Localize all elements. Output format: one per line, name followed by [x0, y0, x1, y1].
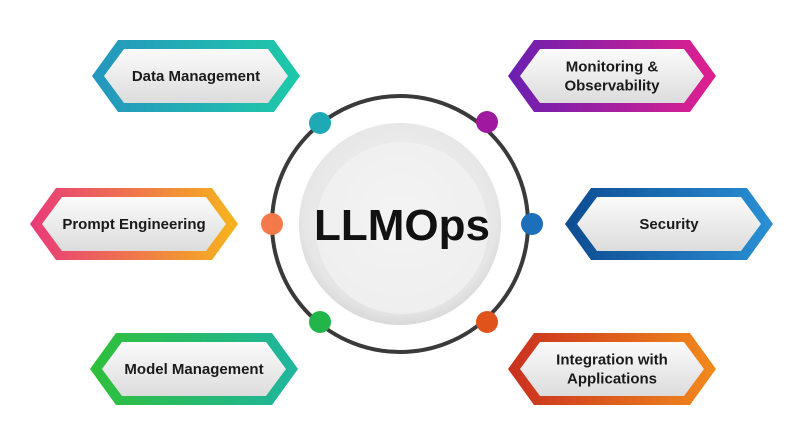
node-model-management: Model Management — [90, 333, 298, 405]
connector-dot-integration-with-applications — [476, 311, 498, 333]
node-monitoring-observability: Monitoring & Observability — [508, 40, 716, 112]
connector-dot-data-management — [309, 112, 331, 134]
hexagon-fill — [520, 342, 704, 396]
node-data-management: Data Management — [92, 40, 300, 112]
hexagon-fill — [577, 197, 761, 251]
node-label-line: Prompt Engineering — [62, 216, 205, 233]
node-label-line: Observability — [564, 78, 660, 95]
node-label-line: Integration with — [556, 352, 668, 369]
hexagon-fill — [104, 49, 288, 103]
node-security: Security — [565, 188, 773, 260]
node-label-line: Model Management — [124, 361, 263, 378]
connector-dot-security — [521, 213, 543, 235]
node-label: Data Management — [132, 68, 260, 85]
node-label-line: Applications — [567, 371, 657, 388]
connector-dot-model-management — [309, 311, 331, 333]
node-label-line: Monitoring & — [566, 59, 659, 76]
node-prompt-engineering: Prompt Engineering — [30, 188, 238, 260]
node-label: Monitoring & Observability — [564, 59, 660, 95]
node-label-line: Security — [639, 216, 699, 233]
center-title: LLMOps — [314, 201, 490, 250]
node-label-line: Data Management — [132, 68, 260, 85]
connector-dot-prompt-engineering — [261, 213, 283, 235]
hexagon-fill — [42, 197, 226, 251]
connector-dot-monitoring-observability — [476, 111, 498, 133]
node-label: Model Management — [124, 361, 263, 378]
node-label: Security — [639, 216, 699, 233]
center-disc-inner — [316, 142, 488, 314]
hexagon-fill — [102, 342, 286, 396]
node-label: Prompt Engineering — [62, 216, 205, 233]
hexagon-fill — [520, 49, 704, 103]
